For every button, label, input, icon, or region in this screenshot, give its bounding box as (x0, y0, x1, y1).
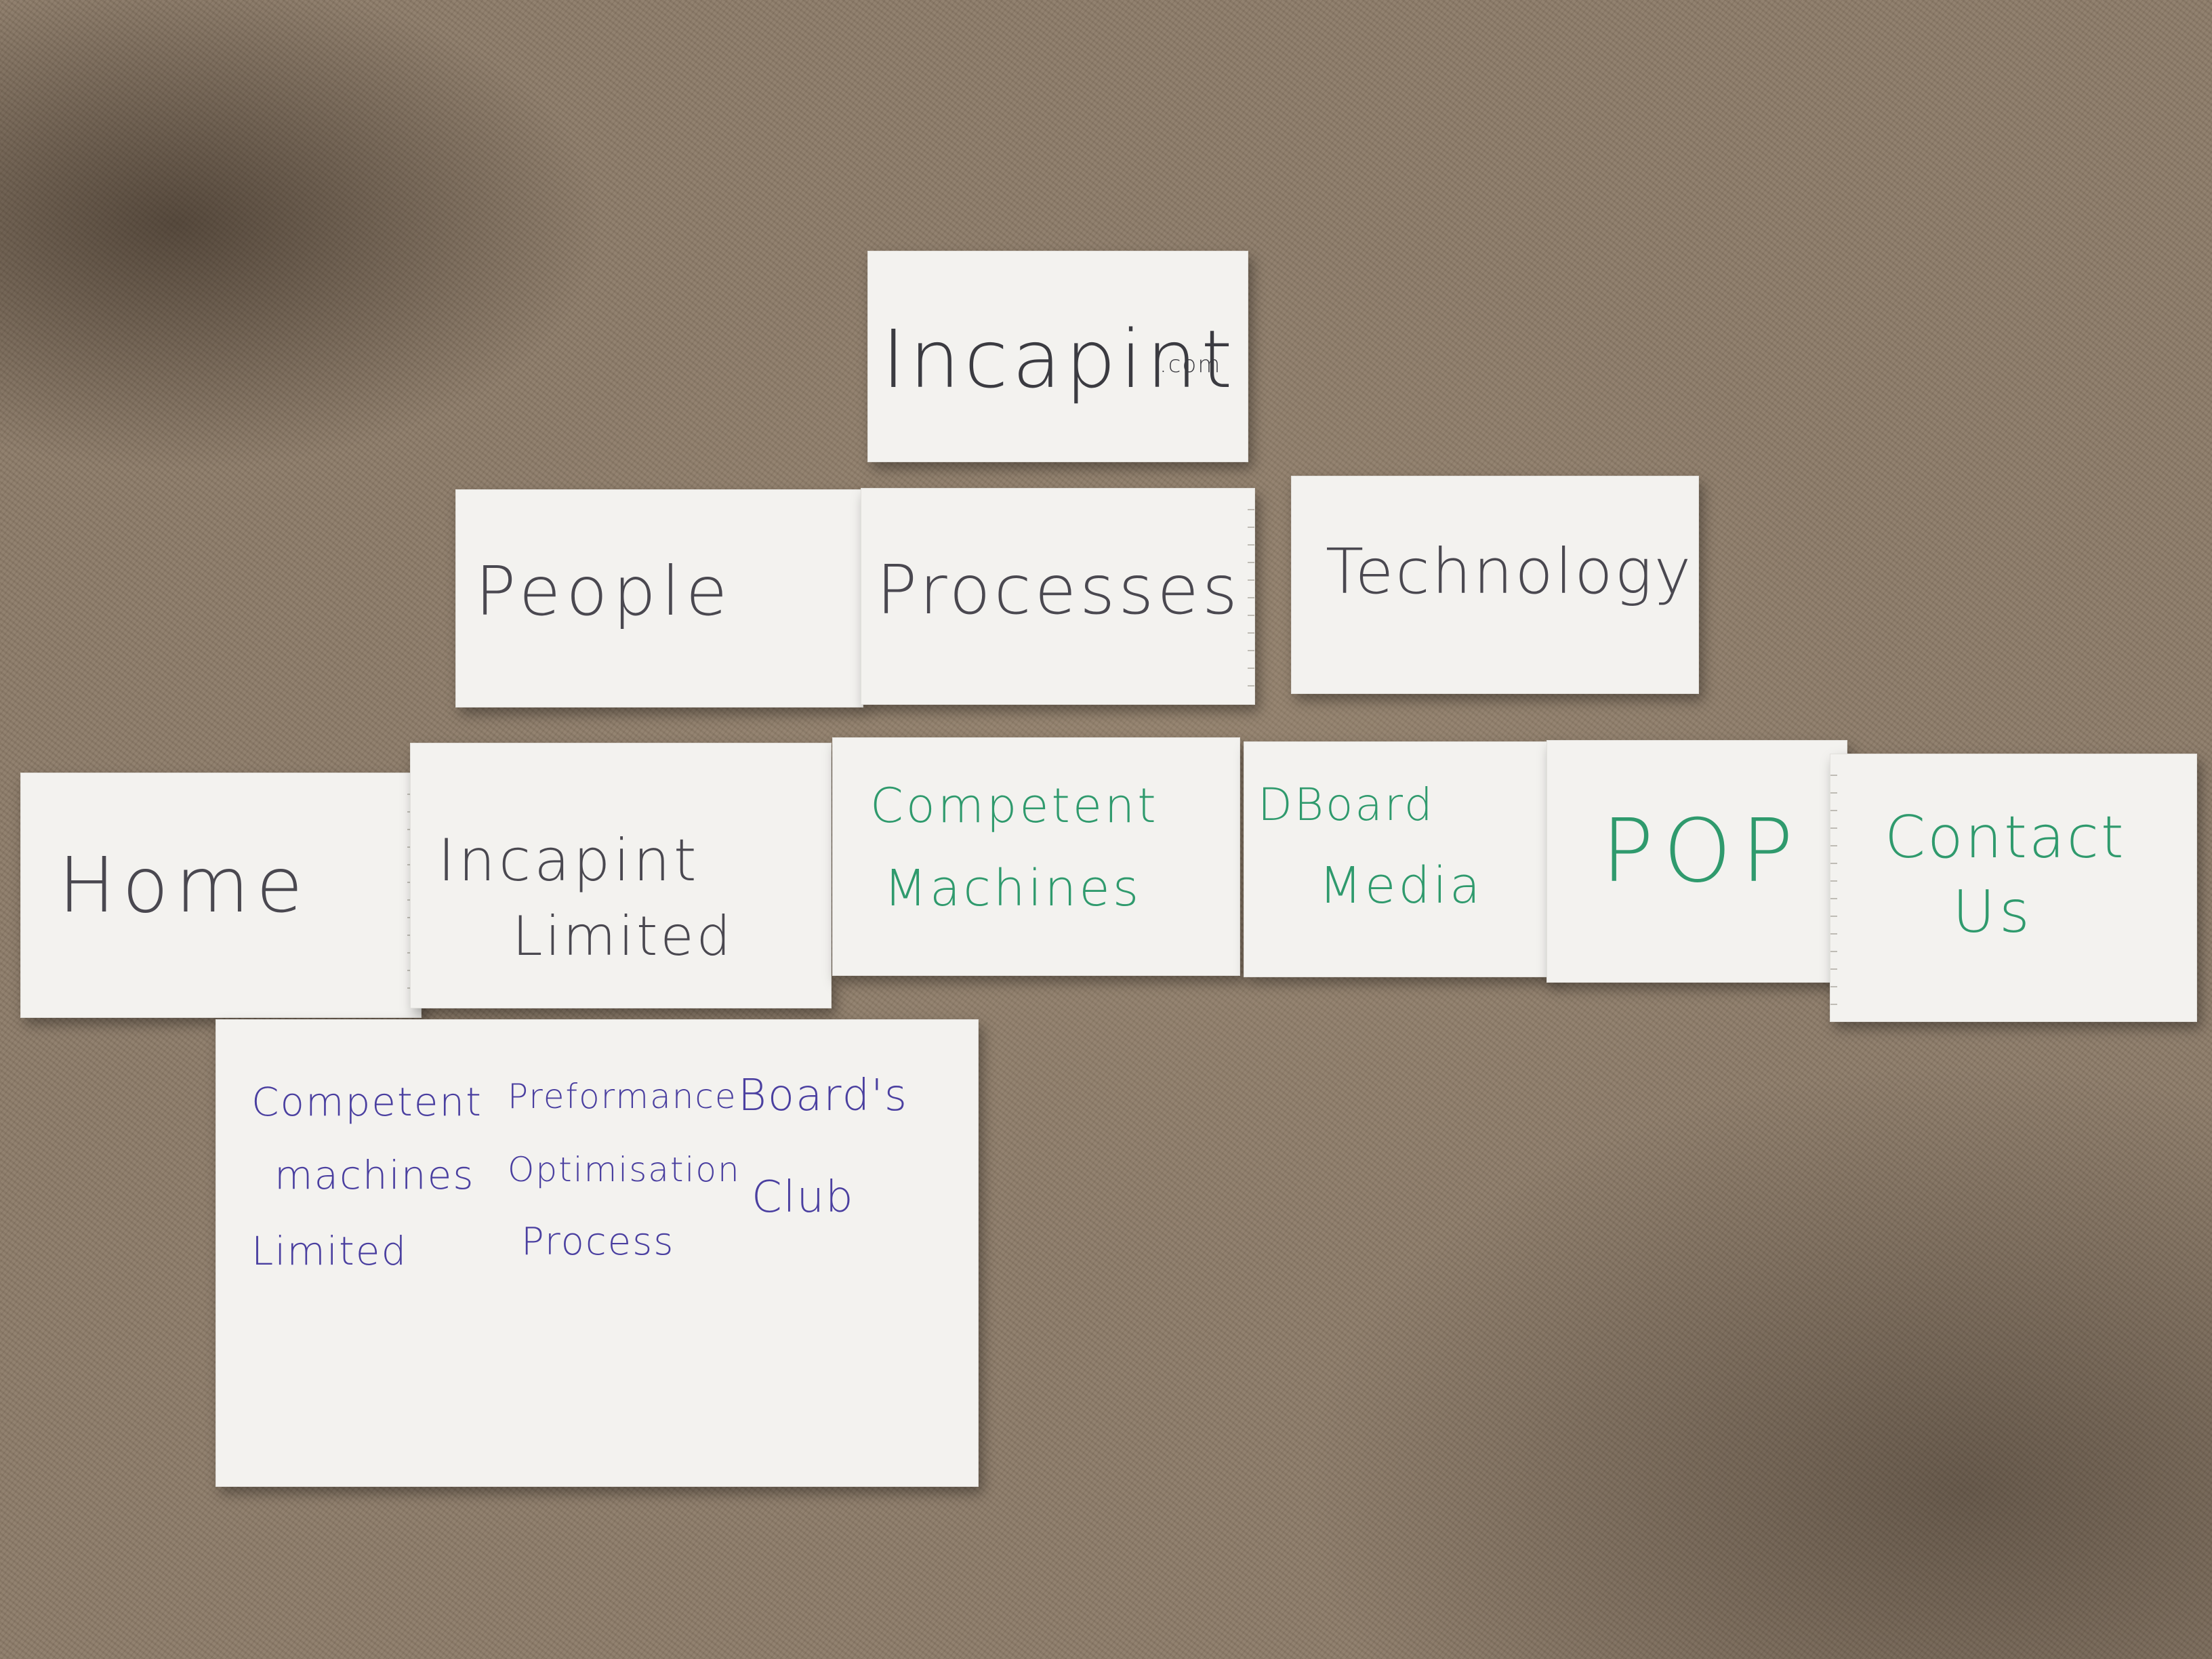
card-contact-line1: Contact (1885, 804, 2126, 872)
col1-line1: Competent (251, 1079, 483, 1125)
card-root-suffix: .com (1160, 351, 1222, 378)
card-root-label: Incapint (882, 312, 1237, 406)
card-dboard-media: DBoard Media (1244, 741, 1563, 983)
card-home-label: Home (58, 842, 310, 930)
card-pop-label: POP (1601, 801, 1803, 902)
card-competent-line1: Competent (870, 778, 1159, 834)
col3-line1: Board's (738, 1071, 909, 1121)
col3-line2: Club (752, 1172, 855, 1223)
card-root-incapint-com: Incapint .com (867, 251, 1254, 468)
col1-line2: machines (274, 1152, 475, 1198)
card-dboard-line1: DBoard (1258, 779, 1435, 831)
card-incapint-limited: Incapint Limited (410, 743, 838, 1015)
card-dboard-line2: Media (1319, 857, 1483, 915)
card-contact-edge-ticks (1830, 775, 1837, 1008)
card-processes: Processes (861, 488, 1261, 711)
card-contact-us: Contact Us (1830, 754, 2203, 1028)
card-home: Home (20, 773, 428, 1024)
col2-line2: Optimisation (508, 1150, 741, 1189)
card-processes-edge-ticks (1248, 509, 1254, 691)
card-competent-line2: Machines (884, 859, 1142, 918)
card-people: People (455, 489, 869, 714)
card-technology-label: Technology (1326, 535, 1694, 608)
card-processes-label: Processes (876, 550, 1241, 630)
col1-line3: Limited (251, 1228, 408, 1274)
col2-line3: Process (521, 1220, 675, 1264)
card-competent-machines: Competent Machines (832, 737, 1246, 982)
card-incapint-line2: Limited (512, 905, 734, 968)
card-people-children: Competent machines Limited Preformance O… (216, 1019, 985, 1493)
card-incapint-line1: Incapint (438, 827, 700, 895)
card-people-label: People (475, 552, 733, 631)
card-contact-line2: Us (1952, 878, 2034, 946)
col2-line1: Preformance (508, 1077, 737, 1116)
card-pop: POP (1547, 740, 1853, 989)
card-technology: Technology (1291, 476, 1705, 700)
